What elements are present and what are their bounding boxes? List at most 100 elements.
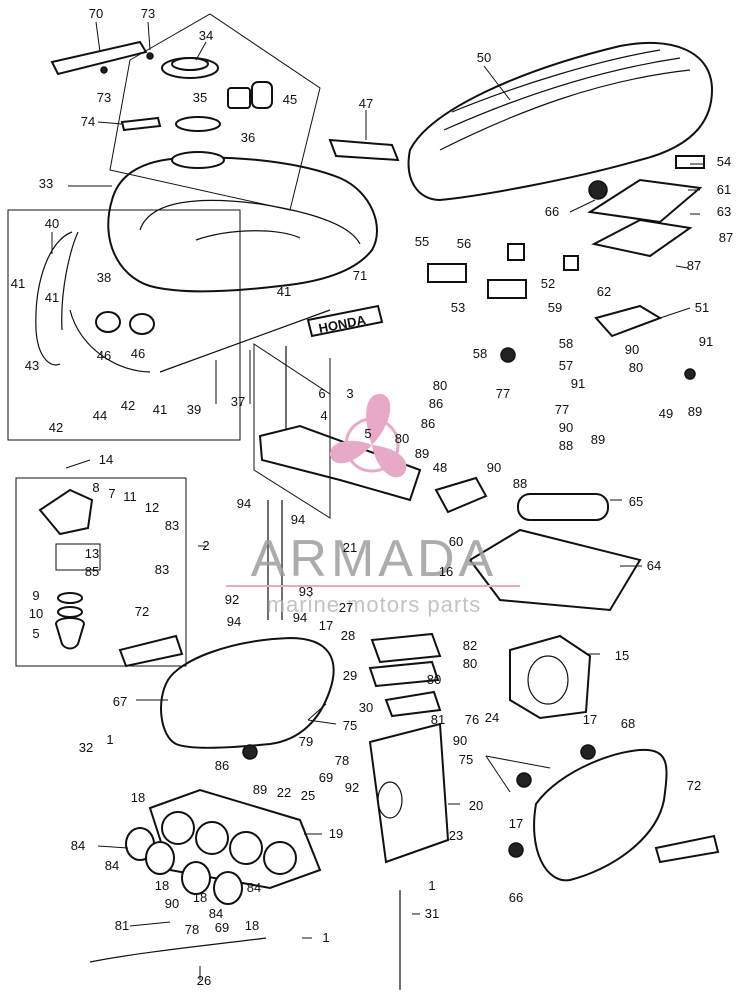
watermark-title: ARMADA [251, 530, 497, 588]
callout-28: 28 [341, 628, 355, 643]
clip-54 [675, 155, 705, 169]
callout-92b: 92 [345, 780, 359, 795]
callout-33: 33 [39, 176, 53, 191]
tray-61 [587, 178, 703, 224]
side-cover-68 [533, 748, 668, 882]
callout-38: 38 [97, 270, 111, 285]
callout-88b: 88 [513, 476, 527, 491]
callout-83b: 83 [155, 562, 169, 577]
part-60 [434, 476, 488, 514]
callout-46b: 46 [131, 346, 145, 361]
bracket-47 [328, 138, 400, 162]
callout-90a: 90 [625, 342, 639, 357]
callout-21: 21 [343, 540, 357, 555]
callout-18a: 18 [131, 790, 145, 805]
callout-87b: 87 [687, 258, 701, 273]
ring-9 [57, 592, 83, 604]
callout-42a: 42 [121, 398, 135, 413]
callout-68: 68 [621, 716, 635, 731]
tank-badge [195, 230, 301, 241]
seat-quilt-line-1 [439, 69, 691, 151]
callout-74: 74 [81, 114, 95, 129]
callout-87a: 87 [719, 230, 733, 245]
callout-47: 47 [359, 96, 373, 111]
grommet-66a [588, 180, 608, 200]
callout-54: 54 [717, 154, 731, 169]
watermark-blade-1 [366, 393, 391, 445]
callout-94a: 94 [237, 496, 251, 511]
callout-80e: 80 [427, 672, 441, 687]
grommet-66b [508, 842, 524, 858]
case-15-opening [527, 655, 569, 705]
boot-19b [195, 821, 229, 855]
callout-76a: 76 [465, 712, 479, 727]
callout-5a: 5 [364, 426, 371, 441]
callout-55: 55 [415, 234, 429, 249]
emblem-bar-70 [50, 40, 148, 76]
callout-71: 71 [353, 268, 367, 283]
fuel-line-43 [61, 231, 79, 331]
callout-41b: 41 [45, 290, 59, 305]
cap-46b [129, 313, 155, 335]
callout-15: 15 [615, 648, 629, 663]
callout-90e: 90 [165, 896, 179, 911]
callout-1a: 1 [106, 732, 113, 747]
screw-73a [146, 52, 154, 60]
callout-75a: 75 [343, 718, 357, 733]
callout-66a: 66 [545, 204, 559, 219]
callout-6: 6 [318, 386, 325, 401]
callout-94d: 94 [293, 610, 307, 625]
callout-82: 82 [463, 638, 477, 653]
callout-67: 67 [113, 694, 127, 709]
callout-11: 11 [123, 489, 137, 504]
callout-22: 22 [277, 785, 291, 800]
callout-94c: 94 [227, 614, 241, 629]
clamp-18b [145, 841, 175, 875]
tank-filler-neck [171, 151, 225, 169]
callout-37: 37 [231, 394, 245, 409]
callout-2: 2 [202, 538, 209, 553]
callout-86c: 86 [215, 758, 229, 773]
callout-78b: 78 [185, 922, 199, 937]
grommet-52a [507, 243, 525, 261]
callout-17c: 17 [509, 816, 523, 831]
plate-30 [384, 690, 442, 718]
callout-89d: 89 [253, 782, 267, 797]
callout-39: 39 [187, 402, 201, 417]
callout-66b: 66 [509, 890, 523, 905]
clamp-18c [181, 861, 211, 895]
ignition-coil-51 [594, 304, 663, 338]
callout-18d: 18 [245, 918, 259, 933]
callout-65: 65 [629, 494, 643, 509]
seat-quilt-line-2 [443, 57, 681, 131]
callout-32: 32 [79, 740, 93, 755]
air-filter-65 [517, 493, 609, 521]
callout-45: 45 [283, 92, 297, 107]
callout-77a: 77 [496, 386, 510, 401]
callout-18b: 18 [155, 878, 169, 893]
callout-41a: 41 [11, 276, 25, 291]
watermark: ARMADA marine motors parts [226, 393, 520, 617]
callout-56: 56 [457, 236, 471, 251]
callout-73a: 73 [141, 6, 155, 21]
fuel-line-40 [35, 231, 73, 366]
callout-27: 27 [339, 600, 353, 615]
callout-78a: 78 [335, 753, 349, 768]
callout-14: 14 [99, 452, 113, 467]
callout-4: 4 [320, 408, 327, 423]
callout-84b: 84 [105, 858, 119, 873]
callout-51: 51 [695, 300, 709, 315]
callout-20: 20 [469, 798, 483, 813]
callout-9: 9 [32, 588, 39, 603]
callout-26: 26 [197, 973, 211, 988]
part-45a [227, 87, 251, 109]
callout-8: 8 [92, 480, 99, 495]
callout-72a: 72 [135, 604, 149, 619]
callout-49: 49 [659, 406, 673, 421]
callout-86a: 86 [429, 396, 443, 411]
callout-59: 59 [548, 300, 562, 315]
rod-39 [159, 309, 331, 373]
callout-48: 48 [433, 460, 447, 475]
watermark-blade-3 [329, 440, 372, 464]
